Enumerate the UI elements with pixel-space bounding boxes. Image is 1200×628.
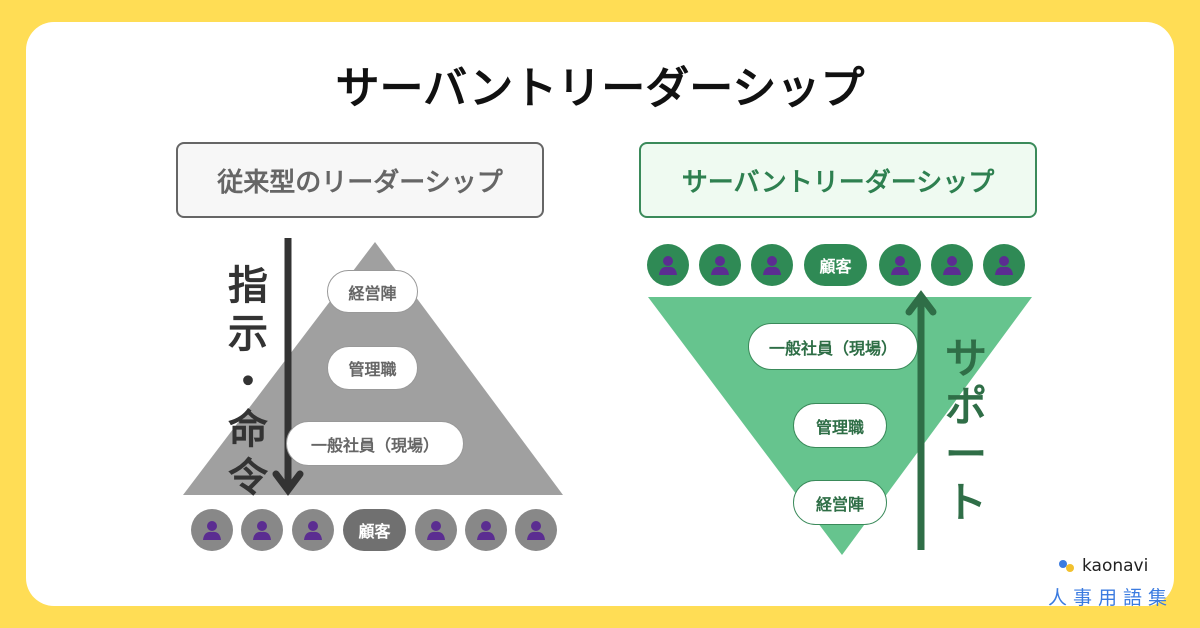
char: 示 <box>228 311 268 357</box>
level-managers: 管理職 <box>793 403 887 448</box>
support-arrow-head <box>905 290 937 316</box>
char: ポ <box>944 382 987 431</box>
person-icon <box>711 256 729 275</box>
person-circle <box>415 509 457 551</box>
level-staff: 一般社員（現場） <box>286 421 464 466</box>
person-circle <box>647 244 689 286</box>
person-icon <box>659 256 677 275</box>
person-icon <box>253 521 271 540</box>
support-label: サポート <box>942 335 990 527</box>
servant-heading: サーバントリーダーシップ <box>639 142 1037 218</box>
person-icon <box>891 256 909 275</box>
person-circle <box>699 244 741 286</box>
person-icon <box>527 521 545 540</box>
traditional-heading: 従来型のリーダーシップ <box>176 142 544 218</box>
page-title: サーバントリーダーシップ <box>335 63 865 114</box>
kaonavi-logo: kaonavi <box>1058 556 1148 576</box>
level-executives: 経営陣 <box>793 480 887 525</box>
level-managers: 管理職 <box>327 346 418 390</box>
person-circle <box>191 509 233 551</box>
person-circle <box>751 244 793 286</box>
person-circle <box>241 509 283 551</box>
person-circle <box>292 509 334 551</box>
person-icon <box>477 521 495 540</box>
person-circle <box>983 244 1025 286</box>
char: サ <box>944 334 987 383</box>
customer-badge: 顧客 <box>343 509 406 551</box>
person-icon <box>203 521 221 540</box>
level-staff: 一般社員（現場） <box>748 323 918 370</box>
person-icon <box>995 256 1013 275</box>
person-circle <box>931 244 973 286</box>
char: ー <box>944 430 987 479</box>
person-circle <box>465 509 507 551</box>
person-icon <box>304 521 322 540</box>
person-icon <box>763 256 781 275</box>
person-icon <box>427 521 445 540</box>
person-icon <box>943 256 961 275</box>
char: 指 <box>228 263 268 309</box>
level-executives: 経営陣 <box>327 270 418 313</box>
char: ト <box>944 478 987 527</box>
logo-subtitle: 人事用語集 <box>1048 587 1174 609</box>
command-label: 指示・命令 <box>226 262 270 502</box>
customer-badge: 顧客 <box>804 244 867 286</box>
kaonavi-logo-icon <box>1059 560 1074 572</box>
char: 命 <box>228 407 268 453</box>
person-circle <box>879 244 921 286</box>
char: 令 <box>228 455 268 501</box>
person-circle <box>515 509 557 551</box>
brand-name: kaonavi <box>1082 556 1149 576</box>
command-arrow-head <box>272 470 304 496</box>
char: ・ <box>228 359 268 405</box>
